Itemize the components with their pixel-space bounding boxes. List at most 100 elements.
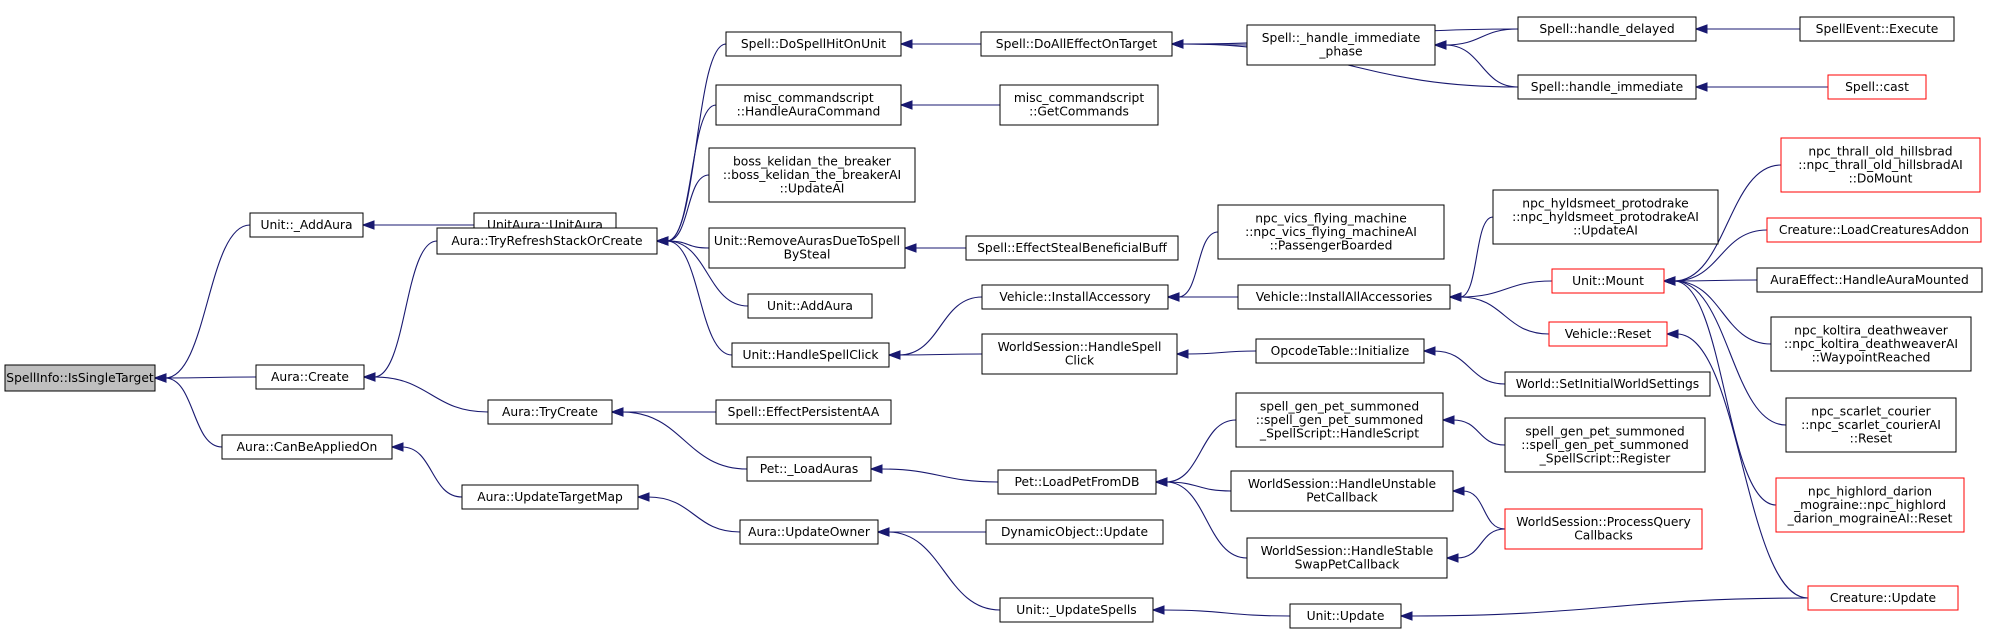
node-box[interactable] [980, 31, 1173, 57]
node-unit-addaura-[interactable]: Unit::_AddAura [249, 212, 364, 238]
node-spell-handledelayed[interactable]: Spell::handle_delayed [1517, 16, 1697, 42]
node-boss-kelidan[interactable]: boss_kelidan_the_breaker::boss_kelidan_t… [708, 147, 916, 203]
node-box[interactable] [1230, 470, 1454, 512]
node-misc-handleaura[interactable]: misc_commandscript::HandleAuraCommand [715, 84, 902, 126]
node-aura-create[interactable]: Aura::Create [255, 364, 365, 390]
node-vehicle-installall[interactable]: Vehicle::InstallAllAccessories [1237, 284, 1451, 310]
node-box[interactable] [1807, 585, 1959, 611]
node-box[interactable] [1548, 321, 1668, 347]
node-pet-loadauras[interactable]: Pet::_LoadAuras [746, 456, 872, 482]
node-creature-update[interactable]: Creature::Update [1807, 585, 1959, 611]
node-aura-trycreate[interactable]: Aura::TryCreate [487, 399, 613, 425]
node-root[interactable]: SpellInfo::IsSingleTarget [4, 364, 156, 392]
node-box[interactable] [999, 84, 1159, 126]
node-box[interactable] [731, 342, 890, 368]
node-spell-effectsteal[interactable]: Spell::EffectStealBeneficialBuff [965, 235, 1179, 261]
node-pet-loadpetfromdb[interactable]: Pet::LoadPetFromDB [997, 469, 1157, 495]
node-aura-tryrefresh[interactable]: Aura::TryRefreshStackOrCreate [436, 227, 658, 255]
node-ws-handlestable[interactable]: WorldSession::HandleStableSwapPetCallbac… [1246, 537, 1448, 579]
node-auraeffect-mounted[interactable]: AuraEffect::HandleAuraMounted [1756, 267, 1983, 293]
node-npc-highlord[interactable]: npc_highlord_darion_mograine::npc_highlo… [1775, 477, 1965, 533]
node-box[interactable] [1780, 137, 1981, 193]
node-box[interactable] [221, 434, 393, 460]
node-ws-handlespellclick[interactable]: WorldSession::HandleSpellClick [981, 333, 1178, 375]
node-box[interactable] [985, 519, 1164, 545]
node-spellevent-execute[interactable]: SpellEvent::Execute [1799, 16, 1955, 42]
node-box[interactable] [1770, 316, 1972, 372]
node-spell-handleimmphase[interactable]: Spell::_handle_immediate_phase [1246, 24, 1436, 66]
node-unit-updatespells[interactable]: Unit::_UpdateSpells [999, 597, 1154, 623]
node-box[interactable] [739, 519, 879, 545]
node-npc-thrall[interactable]: npc_thrall_old_hillsbrad::npc_thrall_old… [1780, 137, 1981, 193]
node-dynamicobject-update[interactable]: DynamicObject::Update [985, 519, 1164, 545]
node-spell-handleimmediate[interactable]: Spell::handle_immediate [1517, 74, 1697, 100]
node-box[interactable] [255, 364, 365, 390]
node-spell-gen-handlescript[interactable]: spell_gen_pet_summoned::spell_gen_pet_su… [1235, 392, 1444, 448]
node-label: SpellEvent::Execute [1816, 22, 1939, 36]
node-box[interactable] [1289, 603, 1402, 629]
node-box[interactable] [981, 284, 1169, 310]
node-spell-dospellhitonunit[interactable]: Spell::DoSpellHitOnUnit [725, 31, 902, 57]
node-box[interactable] [1785, 397, 1957, 453]
node-spell-gen-register[interactable]: spell_gen_pet_summoned::spell_gen_pet_su… [1504, 417, 1706, 473]
node-box[interactable] [1504, 371, 1711, 397]
node-spell-cast[interactable]: Spell::cast [1827, 74, 1927, 100]
call-edge [1154, 477, 1248, 559]
node-box[interactable] [1775, 477, 1965, 533]
node-box[interactable] [1255, 338, 1425, 364]
node-box[interactable] [725, 31, 902, 57]
node-box[interactable] [1237, 284, 1451, 310]
node-aura-updatetargetmap[interactable]: Aura::UpdateTargetMap [461, 484, 639, 510]
node-box[interactable] [997, 469, 1157, 495]
node-box[interactable] [965, 235, 1179, 261]
node-unit-update[interactable]: Unit::Update [1289, 603, 1402, 629]
node-box[interactable] [1551, 268, 1665, 294]
node-box[interactable] [1246, 537, 1448, 579]
node-spell-doalleffect[interactable]: Spell::DoAllEffectOnTarget [980, 31, 1173, 57]
node-box[interactable] [708, 147, 916, 203]
node-creature-loadaddon[interactable]: Creature::LoadCreaturesAddon [1766, 217, 1982, 243]
node-box[interactable] [1766, 217, 1982, 243]
node-box[interactable] [1517, 74, 1697, 100]
node-box[interactable] [1756, 267, 1983, 293]
node-box[interactable] [981, 333, 1178, 375]
node-box[interactable] [1504, 417, 1706, 473]
node-box[interactable] [715, 399, 892, 425]
node-box[interactable] [1517, 16, 1697, 42]
node-box[interactable] [1492, 189, 1719, 245]
node-box[interactable] [746, 456, 872, 482]
node-box[interactable] [747, 293, 873, 319]
node-unit-mount[interactable]: Unit::Mount [1551, 268, 1665, 294]
node-unit-addaura[interactable]: Unit::AddAura [747, 293, 873, 319]
node-spell-effectpersistentaa[interactable]: Spell::EffectPersistentAA [715, 399, 892, 425]
node-box[interactable] [461, 484, 639, 510]
node-box[interactable] [1217, 204, 1445, 260]
node-box[interactable] [4, 364, 156, 392]
node-npc-scarlet[interactable]: npc_scarlet_courier::npc_scarlet_courier… [1785, 397, 1957, 453]
node-world-setinitial[interactable]: World::SetInitialWorldSettings [1504, 371, 1711, 397]
node-box[interactable] [1246, 24, 1436, 66]
node-npc-hyldsmeet[interactable]: npc_hyldsmeet_protodrake::npc_hyldsmeet_… [1492, 189, 1719, 245]
node-opcodetable-init[interactable]: OpcodeTable::Initialize [1255, 338, 1425, 364]
node-unit-handlespellclick[interactable]: Unit::HandleSpellClick [731, 342, 890, 368]
node-box[interactable] [708, 227, 906, 269]
node-box[interactable] [249, 212, 364, 238]
node-box[interactable] [1235, 392, 1444, 448]
node-npc-koltira[interactable]: npc_koltira_deathweaver::npc_koltira_dea… [1770, 316, 1972, 372]
node-vehicle-reset[interactable]: Vehicle::Reset [1548, 321, 1668, 347]
node-aura-canbeappliedon[interactable]: Aura::CanBeAppliedOn [221, 434, 393, 460]
node-box[interactable] [715, 84, 902, 126]
node-box[interactable] [487, 399, 613, 425]
node-vehicle-installaccessory[interactable]: Vehicle::InstallAccessory [981, 284, 1169, 310]
node-box[interactable] [436, 227, 658, 255]
node-npc-vics[interactable]: npc_vics_flying_machine::npc_vics_flying… [1217, 204, 1445, 260]
node-aura-updateowner[interactable]: Aura::UpdateOwner [739, 519, 879, 545]
node-box[interactable] [1504, 508, 1703, 550]
node-box[interactable] [1799, 16, 1955, 42]
node-box[interactable] [999, 597, 1154, 623]
node-misc-getcommands[interactable]: misc_commandscript::GetCommands [999, 84, 1159, 126]
node-box[interactable] [1827, 74, 1927, 100]
